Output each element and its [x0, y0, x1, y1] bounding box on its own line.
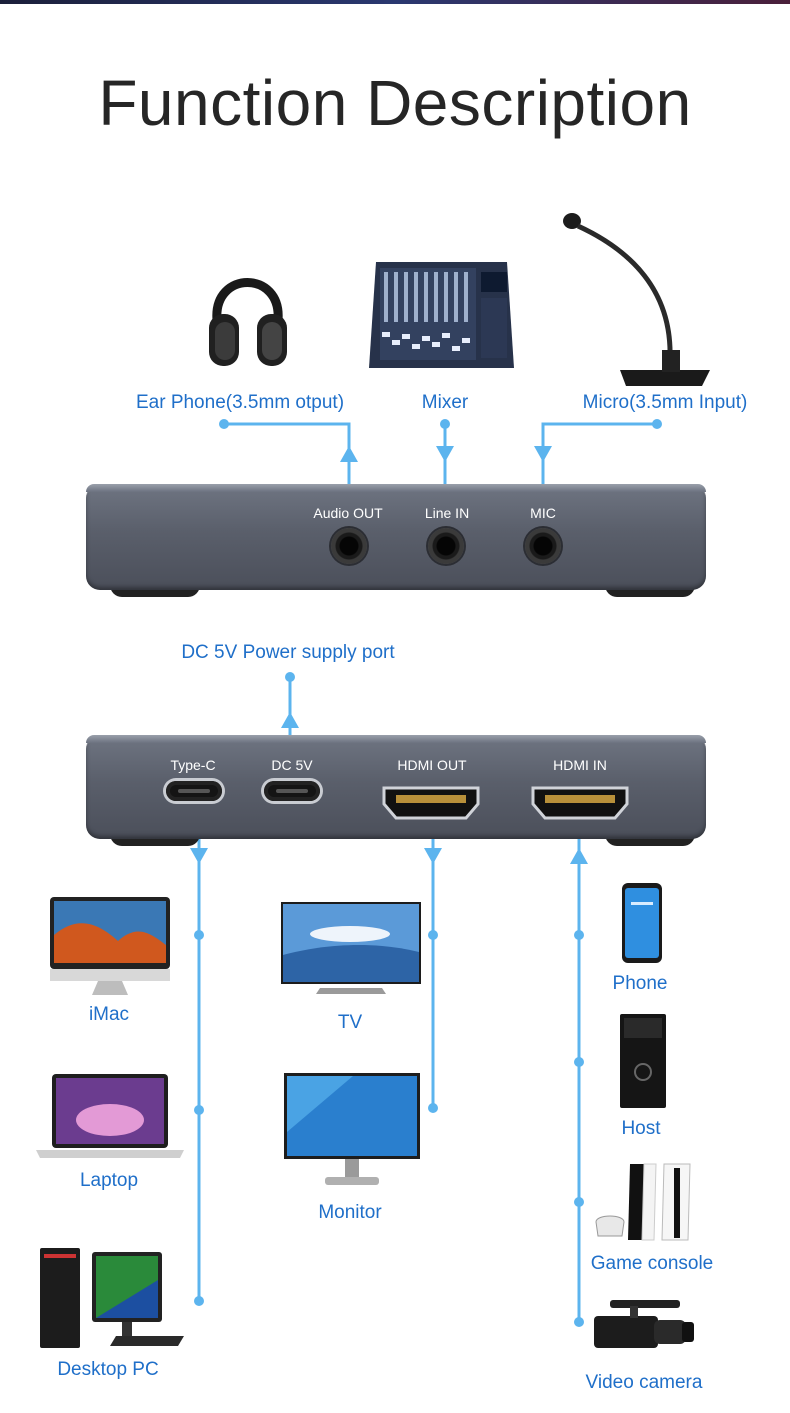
label-dc5v-power: DC 5V Power supply port: [181, 642, 395, 663]
imac-icon: [50, 897, 170, 995]
phone-icon: [622, 883, 662, 963]
device-top-edge: [86, 735, 706, 743]
top-accent-bar: [0, 0, 790, 4]
label-micro: Micro(3.5mm Input): [582, 392, 748, 413]
port-label-dc5v: DC 5V: [271, 757, 313, 773]
label-mixer: Mixer: [421, 392, 469, 413]
dc5v-port: [264, 781, 320, 801]
port-label-hdmi-in: HDMI IN: [553, 757, 607, 773]
label-ear-phone: Ear Phone(3.5mm otput): [135, 392, 345, 413]
label-host: Host: [621, 1118, 661, 1139]
hdmi-out-port: [382, 786, 480, 820]
label-monitor: Monitor: [318, 1202, 382, 1223]
label-imac: iMac: [88, 1004, 130, 1025]
type-c-port: [166, 781, 222, 801]
label-phone: Phone: [612, 973, 668, 994]
capture-device-audio-side: [86, 484, 706, 590]
page-title: Function Description: [98, 67, 692, 139]
port-label-hdmi-out: HDMI OUT: [397, 757, 467, 773]
device-top-edge: [86, 484, 706, 492]
audio-out-jack: [331, 528, 367, 564]
game-console-icon: [595, 1163, 691, 1241]
line-in-jack: [428, 528, 464, 564]
port-label-line-in: Line IN: [424, 505, 470, 521]
desktop-pc-icon: [40, 1248, 184, 1348]
host-icon: [620, 1014, 666, 1108]
microphone-icon: [563, 213, 710, 386]
label-laptop: Laptop: [79, 1170, 139, 1191]
port-label-type-c: Type-C: [170, 757, 216, 773]
label-game-console: Game console: [590, 1253, 714, 1274]
video-camera-icon: [594, 1300, 694, 1348]
label-tv: TV: [337, 1012, 363, 1033]
port-label-mic: MIC: [530, 505, 556, 521]
port-label-audio-out: Audio OUT: [313, 505, 383, 521]
headphones-icon: [209, 278, 287, 366]
tv-icon: [281, 902, 421, 994]
hdmi-in-port: [531, 786, 629, 820]
mic-jack: [525, 528, 561, 564]
laptop-icon: [36, 1074, 184, 1158]
label-desktop-pc: Desktop PC: [57, 1359, 159, 1380]
monitor-icon: [284, 1073, 420, 1185]
label-video-camera: Video camera: [585, 1372, 703, 1393]
mixer-icon: [369, 262, 514, 368]
